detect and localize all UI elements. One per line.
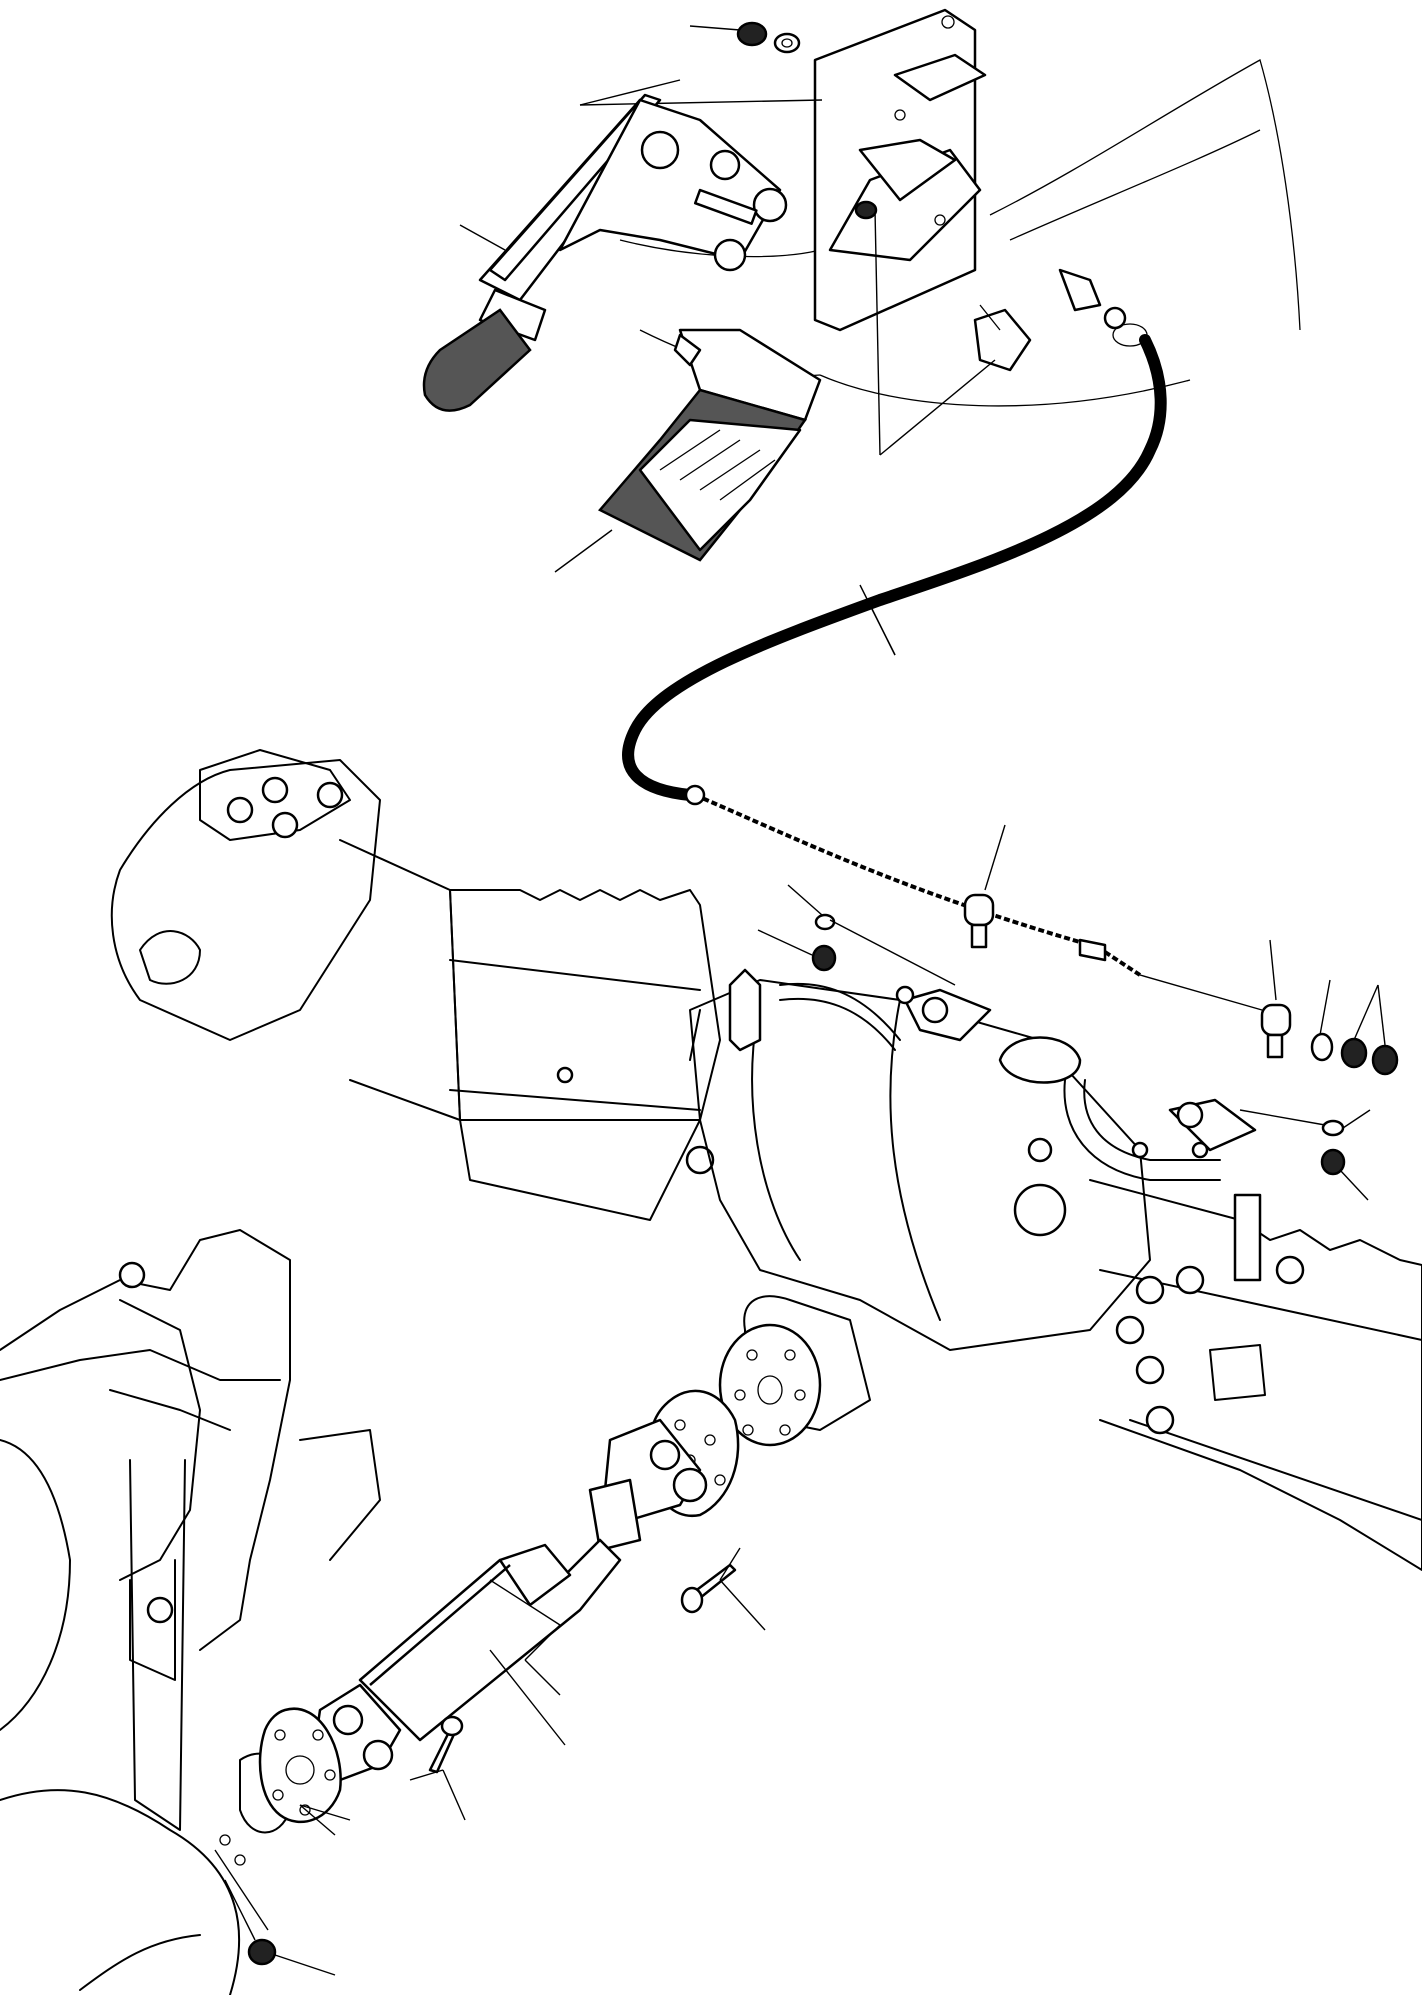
nut-bottom	[247, 1938, 277, 1966]
transmission-housing	[0, 1229, 381, 1995]
rear-axle-housing	[110, 749, 1422, 1571]
cable-clamp-lower	[1260, 1003, 1292, 1059]
propeller-shaft	[258, 1389, 740, 1824]
hand-brake-lever	[422, 93, 788, 412]
nut-top	[736, 21, 801, 54]
accelerator-pedal	[598, 328, 822, 562]
brake-cable	[622, 334, 1167, 977]
cable-clamp-upper	[963, 893, 995, 949]
lever-mounting-bracket	[813, 8, 987, 332]
flange-bolt-lower	[428, 1715, 464, 1774]
nut-and-washer-set-left	[811, 913, 837, 972]
nut-pair-right	[1320, 1119, 1346, 1176]
brake-switch	[973, 268, 1148, 372]
nut-and-washer-set-right	[1310, 1032, 1399, 1076]
